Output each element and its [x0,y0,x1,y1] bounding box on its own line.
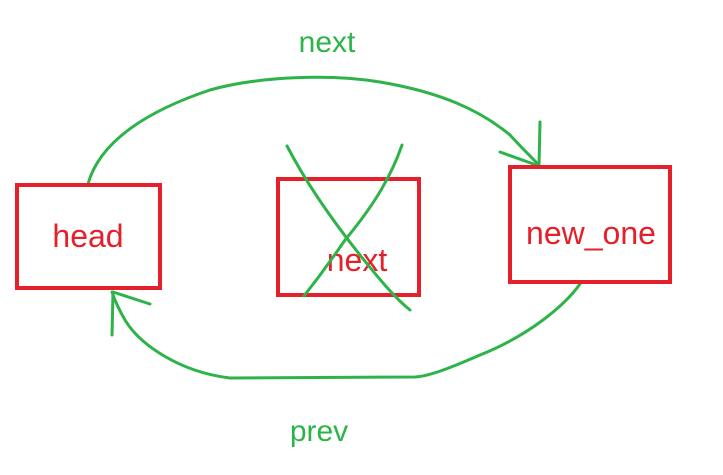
node-head: head [15,183,162,290]
node-new-one-label: new_one [526,215,656,251]
node-new-one-box [508,165,672,284]
node-new-one: new_one [508,165,672,284]
next-arrow [86,75,542,186]
next-arrowhead [498,120,542,168]
next-link-label: next [299,26,356,59]
node-next-box [276,177,421,297]
prev-link-label: prev [290,415,348,448]
node-head-box [15,183,162,290]
node-next: next [276,143,421,312]
cross-out-mark [285,143,412,312]
node-head-label: head [52,218,123,254]
next-arrow-curve [86,75,540,186]
node-next-label: next [327,242,388,278]
prev-arrow-curve [110,282,582,380]
prev-arrow [110,282,582,380]
prev-arrowhead [110,290,152,337]
